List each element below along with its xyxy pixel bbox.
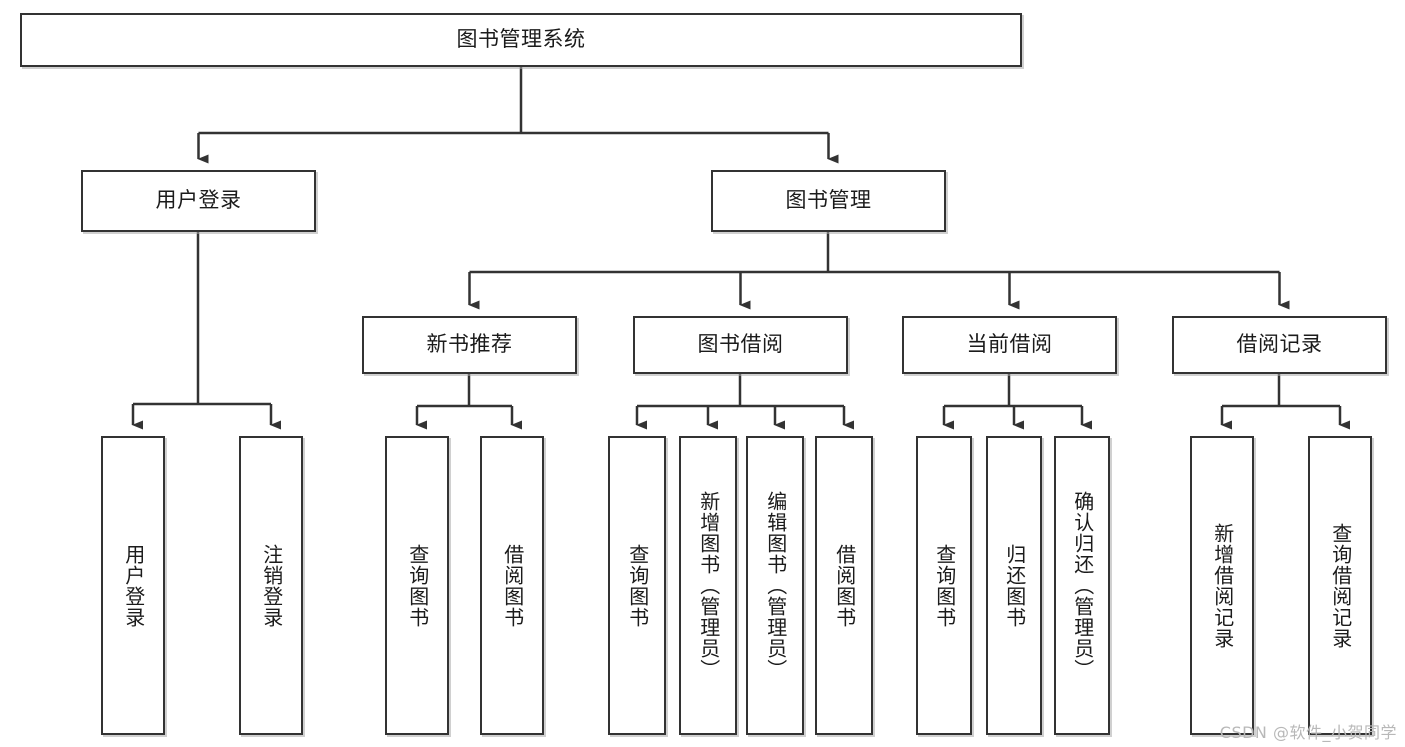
node-current-borrow[interactable]: 当前借阅 <box>902 316 1117 374</box>
node-label: 归还图书 <box>1002 543 1027 628</box>
node-leaf-logout[interactable]: 注销登录 <box>239 436 303 735</box>
node-book-borrow[interactable]: 图书借阅 <box>633 316 848 374</box>
node-label: 借阅图书 <box>500 543 525 628</box>
node-label: 查询图书 <box>932 543 957 628</box>
node-label: 编辑图书（管理员） <box>763 491 788 680</box>
node-label: 注销登录 <box>259 543 284 628</box>
node-label: 图书管理 <box>785 188 872 213</box>
node-leaf-borrow-book-1[interactable]: 借阅图书 <box>480 436 544 735</box>
node-label: 借阅记录 <box>1236 332 1323 357</box>
node-leaf-user-login[interactable]: 用户登录 <box>101 436 165 735</box>
node-leaf-add-record[interactable]: 新增借阅记录 <box>1190 436 1254 735</box>
node-label: 用户登录 <box>155 188 242 213</box>
edge-group <box>131 67 1350 430</box>
node-leaf-add-book[interactable]: 新增图书（管理员） <box>679 436 737 735</box>
node-user-login[interactable]: 用户登录 <box>81 170 316 232</box>
node-leaf-borrow-book-2[interactable]: 借阅图书 <box>815 436 873 735</box>
node-leaf-edit-book[interactable]: 编辑图书（管理员） <box>746 436 804 735</box>
node-leaf-query-book-1[interactable]: 查询图书 <box>385 436 449 735</box>
node-leaf-query-book-2[interactable]: 查询图书 <box>608 436 666 735</box>
node-label: 当前借阅 <box>966 332 1053 357</box>
node-root[interactable]: 图书管理系统 <box>20 13 1022 67</box>
node-label: 借阅图书 <box>832 543 857 628</box>
node-book-manage[interactable]: 图书管理 <box>711 170 946 232</box>
node-label: 图书借阅 <box>697 332 784 357</box>
node-borrow-record[interactable]: 借阅记录 <box>1172 316 1387 374</box>
node-label: 确认归还（管理员） <box>1070 491 1095 680</box>
node-label: 新增借阅记录 <box>1210 522 1235 649</box>
node-label: 查询图书 <box>405 543 430 628</box>
node-label: 查询借阅记录 <box>1328 522 1353 649</box>
node-leaf-query-record[interactable]: 查询借阅记录 <box>1308 436 1372 735</box>
node-leaf-query-book-3[interactable]: 查询图书 <box>916 436 972 735</box>
node-label: 新书推荐 <box>426 332 513 357</box>
node-label: 查询图书 <box>625 543 650 628</box>
node-leaf-confirm-return[interactable]: 确认归还（管理员） <box>1054 436 1110 735</box>
node-label: 用户登录 <box>121 543 146 628</box>
node-leaf-return-book[interactable]: 归还图书 <box>986 436 1042 735</box>
node-label: 图书管理系统 <box>456 27 586 52</box>
node-new-book-rec[interactable]: 新书推荐 <box>362 316 577 374</box>
node-label: 新增图书（管理员） <box>696 491 721 680</box>
